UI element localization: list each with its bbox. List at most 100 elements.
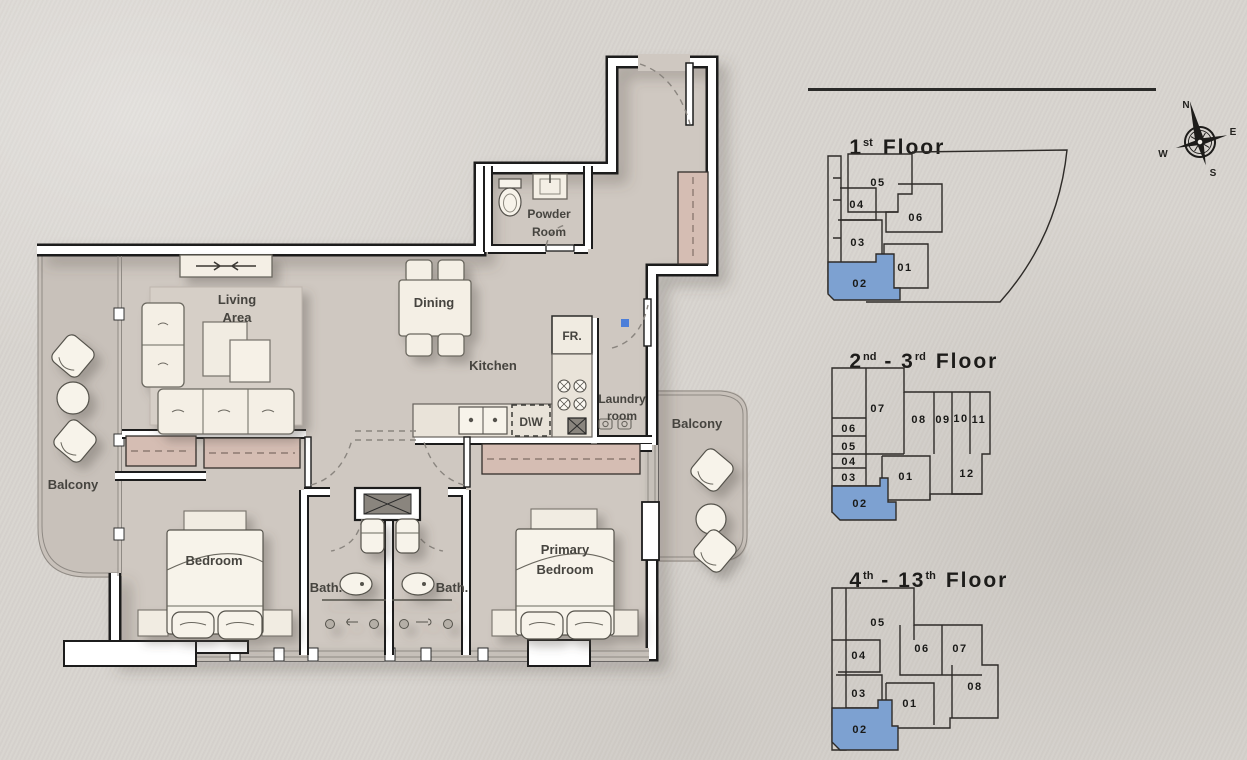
unit-label: 01 <box>897 262 912 274</box>
furniture <box>51 254 737 640</box>
kitchen-label: Kitchen <box>469 358 517 373</box>
dining-chair <box>405 259 433 283</box>
living-area-label: Living <box>218 292 256 307</box>
unit-label: 02 <box>852 498 867 510</box>
nightstand <box>137 609 169 637</box>
unit-label: 06 <box>908 212 923 224</box>
balcony-table <box>695 503 727 535</box>
unit-label: 02 <box>852 278 867 290</box>
closets <box>125 171 709 475</box>
balcony-chair <box>53 419 97 463</box>
nightstand <box>491 609 519 637</box>
balcony-label: Balcony <box>672 416 723 431</box>
pillow <box>520 611 564 640</box>
compass-n: N <box>1182 100 1189 111</box>
living-area-label: Area <box>223 310 253 325</box>
bath-sink <box>339 572 373 596</box>
bed-headboard <box>530 508 598 532</box>
unit-label: 11 <box>972 414 987 426</box>
keyplan-4th-13th-floor: 05 04 06 07 03 01 08 02 <box>831 587 999 751</box>
highlighted-unit-02 <box>831 699 899 751</box>
compass-w: W <box>1158 149 1168 160</box>
shaft <box>353 486 422 522</box>
keyplan-2-outline <box>831 367 991 521</box>
coffee-table-2 <box>229 339 271 383</box>
dishwasher-label: D\W <box>519 415 543 429</box>
bath-sink <box>401 572 435 596</box>
unit-label: 03 <box>841 472 856 484</box>
toilet-icon <box>395 518 420 554</box>
dishwasher-box <box>511 404 551 437</box>
bath-label: Bath. <box>436 580 469 595</box>
keyplan-1-outline <box>827 153 943 301</box>
unit-label: 03 <box>851 688 866 700</box>
dining-label: Dining <box>414 295 454 310</box>
balcony-chair <box>693 529 737 573</box>
unit-label: 04 <box>841 456 856 468</box>
unit-label: 08 <box>911 414 926 426</box>
bedroom-label: Bedroom <box>185 553 242 568</box>
smart-home-marker <box>621 319 629 327</box>
unit-label: 07 <box>870 403 885 415</box>
living-balcony-glass <box>113 256 125 576</box>
laundry-room-label: Laundry <box>598 392 646 406</box>
panel-divider <box>808 88 1156 91</box>
entry-door-leaf <box>685 62 694 126</box>
unit-label: 05 <box>841 441 856 453</box>
entry-opening <box>638 54 690 71</box>
powder-sink <box>532 173 568 200</box>
unit-label: 04 <box>851 650 866 662</box>
nightstand <box>261 609 293 637</box>
highlighted-unit-02 <box>827 253 901 301</box>
site-boundary <box>866 149 1068 303</box>
bed <box>515 528 615 636</box>
balcony-label: Balcony <box>48 477 99 492</box>
unit-label: 08 <box>967 681 982 693</box>
unit-label: 07 <box>952 643 967 655</box>
room-labels: Living Area Dining Kitchen Powder Room L… <box>48 207 723 595</box>
dining-chair <box>437 333 465 357</box>
unit-label: 05 <box>870 177 885 189</box>
nightstand <box>611 609 639 637</box>
bath-label: Bath. <box>310 580 343 595</box>
balcony-chair <box>690 448 734 492</box>
unit-label: 03 <box>850 237 865 249</box>
keyplan-2nd-3rd-floor: 07 08 09 10 11 06 05 04 03 01 12 02 <box>831 367 991 521</box>
apartment-floor <box>118 62 712 655</box>
toilet-icon <box>498 187 522 217</box>
main-floorplan: Living Area Dining Kitchen Powder Room L… <box>37 54 748 667</box>
primary-balcony-glass <box>641 445 660 561</box>
dining-chair <box>405 333 433 357</box>
unit-label: 01 <box>902 698 917 710</box>
balcony-chair <box>51 334 95 378</box>
balcony-slider-door <box>641 501 660 561</box>
unit-label: 12 <box>959 468 974 480</box>
unit-label: 06 <box>841 423 856 435</box>
unit-label: 10 <box>953 413 968 425</box>
dining-chair <box>437 259 465 283</box>
pillow <box>217 610 263 640</box>
powder-room-label: Powder <box>527 207 571 221</box>
bed <box>166 529 264 635</box>
dining-table <box>398 279 472 337</box>
keyplan-1st-floor: 05 04 06 03 01 02 <box>827 149 1068 303</box>
balcony-table <box>56 381 90 415</box>
toilet-tank <box>498 178 522 189</box>
fridge-label: FR. <box>562 329 581 343</box>
unit-label: 02 <box>852 724 867 736</box>
pillow <box>566 610 612 640</box>
toilet-icon <box>360 518 385 554</box>
sofa <box>157 388 295 435</box>
left-balcony-floor <box>38 256 120 578</box>
stove-burners-icon <box>557 379 587 411</box>
entry-door-arc <box>639 63 691 125</box>
shower-drains-icon <box>325 618 453 629</box>
primary-bedroom-label: Bedroom <box>536 562 593 577</box>
unit-label: 06 <box>914 643 929 655</box>
unit-label: 01 <box>898 471 913 483</box>
laundry-room-label: room <box>607 409 637 423</box>
